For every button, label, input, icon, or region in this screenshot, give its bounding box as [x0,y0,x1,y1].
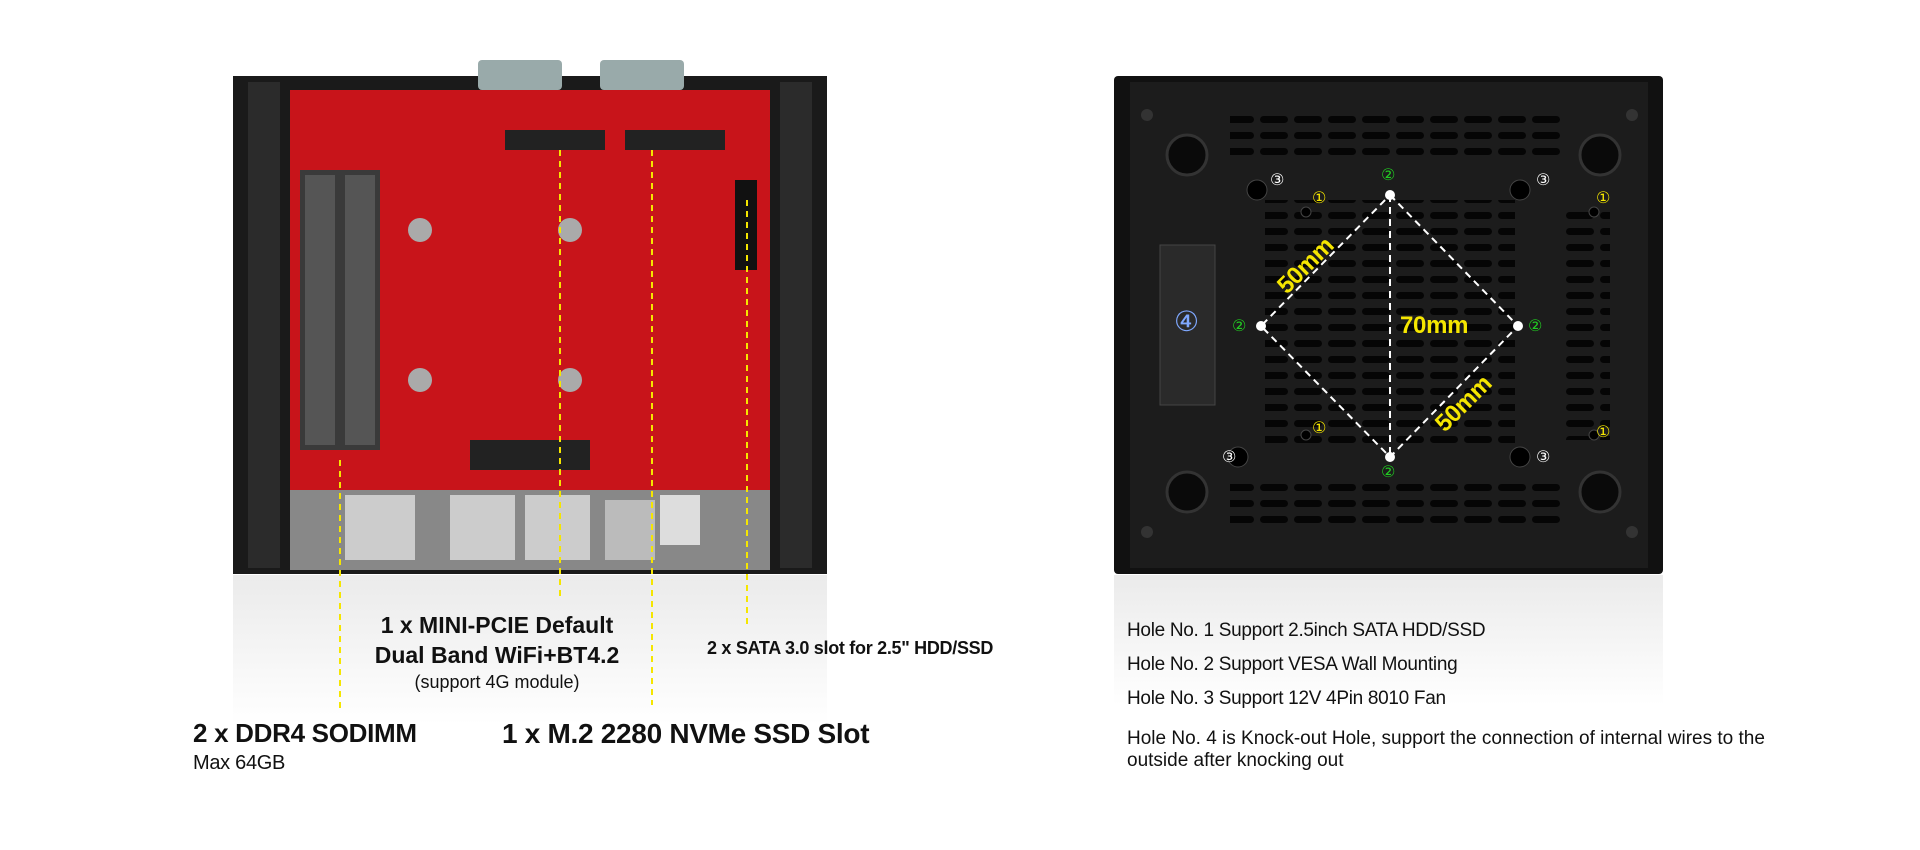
dimension-70mm: 70mm [1400,312,1469,339]
hole-note-3: Hole No. 3 Support 12V 4Pin 8010 Fan [1127,688,1446,709]
hole-2-marker: ② [1528,318,1543,335]
hole-2-marker: ② [1381,464,1396,481]
hole-1-marker: ① [1312,420,1327,437]
ddr4-annotation: 2 x DDR4 SODIMM [193,718,417,748]
ddr4-note: Max 64GB [193,752,286,774]
knockout-hole-4 [1159,244,1216,406]
minipcie-line1: 1 x MINI-PCIE Default [380,612,614,638]
left-reflection [233,575,827,725]
sata-annotation: 2 x SATA 3.0 slot for 2.5" HDD/SSD [707,638,994,658]
mini-pc-bottom-view [1114,76,1663,574]
hole-2-marker: ② [1232,318,1247,335]
hole-3-marker: ③ [1270,172,1285,189]
hole-1-marker: ① [1312,190,1327,207]
hole-2-marker: ② [1381,167,1396,184]
minipcie-note: (support 4G module) [414,672,580,692]
hole-note-4: Hole No. 4 is Knock-out Hole, support th… [1127,728,1765,771]
minipcie-slot [505,130,605,150]
m2-slot [625,130,725,150]
right-reflection [1114,575,1663,705]
hole-4-marker: ④ [1174,306,1199,337]
leader-lines [339,150,748,710]
mini-pc-open-case [233,60,827,574]
minipcie-line2: Dual Band WiFi+BT4.2 [374,642,620,668]
hole-3-marker: ③ [1222,449,1237,466]
hole-3-marker: ③ [1536,449,1551,466]
hole-1-marker: ① [1596,424,1611,441]
hole-note-2: Hole No. 2 Support VESA Wall Mounting [1127,654,1458,675]
hole-1-marker: ① [1596,190,1611,207]
hole-3-marker: ③ [1536,172,1551,189]
hole-note-1: Hole No. 1 Support 2.5inch SATA HDD/SSD [1127,620,1486,641]
minipcie-annotation: 1 x MINI-PCIE Default Dual Band WiFi+BT4… [370,610,624,694]
m2-annotation: 1 x M.2 2280 NVMe SSD Slot [502,718,870,749]
